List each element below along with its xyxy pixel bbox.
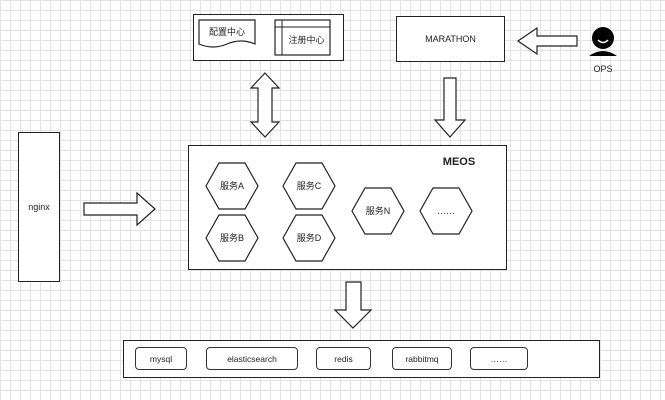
service-label: 服务N — [366, 205, 391, 216]
backend-item: …… — [470, 347, 528, 370]
marathon-box — [396, 16, 505, 62]
backend-item: redis — [316, 347, 371, 370]
service-hex: 服务A — [205, 162, 259, 210]
service-label: …… — [437, 206, 455, 216]
meos-down-arrow — [333, 281, 373, 329]
service-hex: …… — [419, 187, 473, 235]
backend-item: elasticsearch — [206, 347, 298, 370]
service-hex: 服务N — [351, 187, 405, 235]
nginx-label: nginx — [28, 202, 50, 212]
backend-item: mysql — [135, 347, 187, 370]
service-hex: 服务B — [205, 214, 259, 262]
config-center-document-shape — [198, 19, 256, 48]
meos-title: MEOS — [442, 156, 476, 168]
ops-person-icon — [589, 27, 617, 56]
config-center-label: 配置中心 — [208, 26, 245, 37]
registry-center-shape — [274, 19, 331, 56]
service-label: 服务D — [297, 232, 322, 243]
service-hex: 服务C — [282, 162, 336, 210]
service-hex: 服务D — [282, 214, 336, 262]
service-label: 服务A — [220, 180, 244, 191]
marathon-down-arrow — [433, 77, 467, 138]
marathon-label: MARATHON — [425, 34, 476, 44]
nginx-right-arrow — [83, 191, 156, 227]
ops-label: OPS — [593, 64, 613, 74]
backend-item: rabbitmq — [392, 347, 452, 370]
service-label: 服务B — [220, 232, 244, 243]
bidirectional-arrow — [249, 72, 281, 138]
service-label: 服务C — [297, 180, 322, 191]
nginx-box — [18, 132, 60, 282]
ops-left-arrow — [516, 26, 578, 56]
registry-center-label: 注册中心 — [288, 34, 325, 45]
